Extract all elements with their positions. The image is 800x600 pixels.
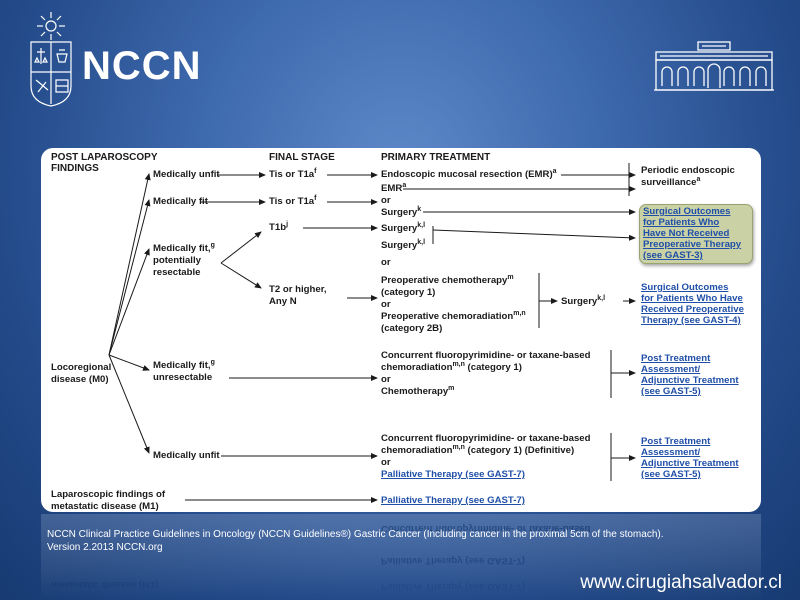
final-stage-header: FINAL STAGE: [269, 152, 335, 163]
findings-header-line2: FINDINGS: [51, 163, 99, 174]
connector-line: [220, 262, 262, 289]
treatment-emr-full: Endoscopic mucosal resection (EMR)a: [381, 167, 557, 180]
gast3-highlight-box: [639, 204, 753, 264]
palliative-therapy-link-m1[interactable]: Palliative Therapy (see GAST-7): [381, 495, 525, 506]
flowchart-connectors: [108, 163, 636, 503]
gast3-link[interactable]: for Patients Who: [643, 217, 720, 228]
medically-fit-top: Medically fit: [153, 196, 208, 207]
primary-treatment-header: PRIMARY TREATMENT: [381, 152, 491, 163]
nccn-logo-text: NCCN: [82, 44, 202, 88]
university-emblem-icon: [30, 12, 72, 107]
treatment-concurrent-a: Concurrent fluoropyrimidine- or taxane-b…: [381, 350, 591, 361]
stage-t2-line2: Any N: [269, 296, 297, 307]
medically-fit-resectable-line2: potentially: [153, 255, 201, 266]
treatment-preop-rad-cat: (category 2B): [381, 323, 443, 334]
caption-line: Version 2.2013 NCCN.org: [47, 542, 163, 553]
treatment-concurrent-a-line2: chemoradiationm,n (category 1): [381, 360, 522, 373]
treatment-concurrent-b-line2: chemoradiationm,n (category 1) (Definiti…: [381, 443, 575, 456]
treatment-concurrent-b: Concurrent fluoropyrimidine- or taxane-b…: [381, 433, 591, 444]
stage-t2: T2 or higher,: [269, 284, 327, 295]
connector-line: [108, 248, 150, 356]
outcome-periodic: Periodic endoscopic: [641, 165, 735, 176]
gast4-link[interactable]: Surgical Outcomes: [641, 282, 729, 293]
outcome-periodic-line2: surveillancea: [641, 175, 701, 188]
treatment-chemotherapy: Chemotherapym: [381, 384, 455, 397]
treatment-surgery-kl-1: Surgeryk,l: [381, 221, 426, 234]
locoregional-node-line2: disease (M0): [51, 374, 109, 385]
medically-unfit-bottom: Medically unfit: [153, 450, 220, 461]
reflection-text: Palliative Therapy (see GAST-7): [381, 581, 525, 592]
gast3-link[interactable]: Have Not Received: [643, 228, 730, 239]
connector-line: [108, 173, 151, 356]
connector-line: [108, 354, 150, 371]
treatment-or: or: [381, 374, 391, 385]
gast5-link-bottom[interactable]: Assessment/: [641, 447, 701, 458]
gast5-link-bottom[interactable]: Adjunctive Treatment: [641, 458, 739, 469]
website-url: www.cirugiahsalvador.cl: [580, 572, 782, 593]
metastatic-node-line2: metastatic disease (M1): [51, 501, 159, 512]
treatment-surgery-k: Surgeryk: [381, 205, 422, 218]
caption-line: NCCN Clinical Practice Guidelines in Onc…: [47, 529, 664, 540]
connector-line: [432, 229, 636, 241]
treatment-or: or: [381, 299, 391, 310]
reflection-text: Palliative Therapy (see GAST-7): [381, 555, 525, 566]
locoregional-node: Locoregional: [51, 362, 112, 373]
gast5-link-bottom[interactable]: Post Treatment: [641, 436, 711, 447]
gast3-link[interactable]: (see GAST-3): [643, 250, 703, 261]
gast5-link[interactable]: Adjunctive Treatment: [641, 375, 739, 386]
gast5-link[interactable]: Assessment/: [641, 364, 701, 375]
treatment-surgery-after: Surgeryk,l: [561, 294, 606, 307]
gast3-link[interactable]: Preoperative Therapy: [643, 239, 742, 250]
medically-fit-unresectable: Medically fit,g: [153, 358, 215, 371]
gast4-link[interactable]: for Patients Who Have: [641, 293, 743, 304]
gast5-link-bottom[interactable]: (see GAST-5): [641, 469, 701, 480]
source-caption: NCCN Clinical Practice Guidelines in Onc…: [47, 528, 767, 554]
treatment-or: or: [381, 195, 391, 206]
connector-line: [108, 354, 150, 454]
treatment-preop-chemo-cat: (category 1): [381, 287, 436, 298]
gast3-link[interactable]: Surgical Outcomes: [643, 206, 731, 217]
treatment-or: or: [381, 257, 391, 268]
medically-fit-resectable-line3: resectable: [153, 267, 201, 278]
stage-tis-1: Tis or T1af: [269, 167, 317, 180]
treatment-surgery-kl-2: Surgeryk,l: [381, 238, 426, 251]
connector-line: [220, 231, 262, 264]
stage-tis-2: Tis or T1af: [269, 194, 317, 207]
sun-icon: [37, 12, 65, 40]
gast4-link[interactable]: Received Preoperative: [641, 304, 744, 315]
palliative-therapy-link[interactable]: Palliative Therapy (see GAST-7): [381, 469, 525, 480]
treatment-or: or: [381, 457, 391, 468]
building-facade-icon: [654, 41, 774, 91]
metastatic-node: Laparoscopic findings of: [51, 489, 166, 500]
stage-t1b: T1bj: [269, 220, 289, 233]
treatment-flowchart: POST LAPAROSCOPY FINDINGS FINAL STAGE PR…: [41, 148, 761, 512]
treatment-preop-chemo: Preoperative chemotherapym: [381, 273, 514, 286]
gast4-link[interactable]: Therapy (see GAST-4): [641, 315, 741, 326]
medically-fit-unresectable-line2: unresectable: [153, 372, 213, 383]
gast5-link[interactable]: (see GAST-5): [641, 386, 701, 397]
treatment-preop-rad: Preoperative chemoradiationm,n: [381, 309, 526, 322]
treatment-emr: EMRa: [381, 181, 407, 194]
reflection-text: metastatic disease (M1): [51, 579, 159, 590]
gast5-link[interactable]: Post Treatment: [641, 353, 711, 364]
medically-fit-resectable: Medically fit,g: [153, 241, 215, 254]
findings-header: POST LAPAROSCOPY: [51, 152, 158, 163]
medically-unfit-top: Medically unfit: [153, 169, 220, 180]
connector-line: [108, 199, 151, 356]
